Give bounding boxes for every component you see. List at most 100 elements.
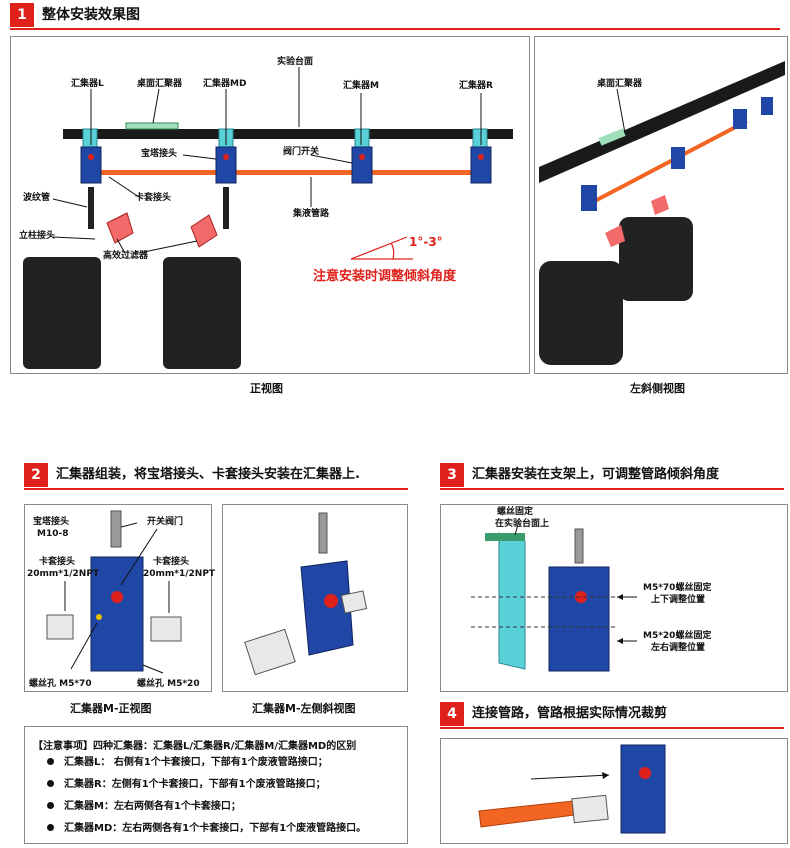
note-item-r: 汇集器R：左侧有1个卡套接口，下部有1个废液管路接口； <box>47 779 326 791</box>
pipe-panel <box>440 738 788 844</box>
label-hi-filter: 高效过滤器 <box>103 251 149 261</box>
bellows-right <box>223 187 229 229</box>
note-item-md: 汇集器MD：左右两侧各有1个卡套接口，下部有1个废液管路接口。 <box>47 823 366 835</box>
side-bench-top <box>539 61 785 183</box>
side-desk-collector <box>598 128 626 146</box>
front-view-drawing <box>23 67 513 369</box>
valve-knobs <box>88 154 484 160</box>
bench-top-bar <box>63 129 513 139</box>
collector-m-front-body <box>90 556 144 672</box>
bullet-icon <box>47 779 54 787</box>
section2-underline <box>24 488 408 490</box>
section4-header: 4 连接管路，管路根据实际情况裁剪 <box>440 702 784 729</box>
bellows-left <box>88 187 94 229</box>
bracket-drawing <box>471 520 637 672</box>
section2-number: 2 <box>24 463 48 487</box>
caption-assembly-side: 汇集器M-左侧斜视图 <box>252 702 356 715</box>
side-view-drawing <box>539 61 785 365</box>
bullet-icon <box>47 801 54 809</box>
caption-side-view: 左斜侧视图 <box>630 382 685 395</box>
bracket-label-m5-20: M5*20螺丝固定 <box>643 631 712 641</box>
orange-pipe <box>478 800 576 828</box>
label-valve-switch: 阀门开关 <box>283 147 320 157</box>
section1-header: 1 整体安装效果图 <box>10 3 780 30</box>
section3-title: 汇集器安装在支架上，可调整管路倾斜角度 <box>472 467 720 482</box>
section4-title: 连接管路，管路根据实际情况裁剪 <box>472 706 668 721</box>
asm-label-ferrule-right: 卡套接头 <box>153 557 190 567</box>
caption-assembly-front: 汇集器M-正视图 <box>70 702 152 715</box>
bracket-collector-body <box>548 566 610 672</box>
collector-bodies <box>80 146 492 184</box>
bracket-label-screw-fix: 螺丝固定 <box>497 507 534 517</box>
note-item-l: 汇集器L： 右侧有1个卡套接口，下部有1个废液管路接口； <box>47 757 328 769</box>
section2-title: 汇集器组装，将宝塔接头、卡套接头安装在汇集器上. <box>56 467 360 482</box>
notes-heading: 【注意事项】四种汇集器：汇集器L/汇集器R/汇集器M/汇集器MD的区别 <box>33 741 357 752</box>
bracket-label-m5-70: M5*70螺丝固定 <box>643 583 712 593</box>
manifold-pipe-line <box>101 170 481 175</box>
front-view-panel: 汇集器L 桌面汇聚器 汇集器MD 实验台面 汇集器M 汇集器R 宝塔接头 阀门开… <box>10 36 530 374</box>
section3-underline <box>440 488 784 490</box>
asm-label-switch-valve: 开关阀门 <box>147 517 184 527</box>
section3-header: 3 汇集器安装在支架上，可调整管路倾斜角度 <box>440 463 784 490</box>
pipe-drawing <box>478 744 666 834</box>
angle-indicator <box>350 236 413 260</box>
side-label-desk-collector: 桌面汇聚器 <box>597 79 643 89</box>
label-riser-joint: 立柱接头 <box>19 231 56 241</box>
desk-collector-shape <box>125 122 179 130</box>
side-view-panel: 桌面汇聚器 <box>534 36 788 374</box>
label-pagoda-joint: 宝塔接头 <box>141 149 178 159</box>
section3-number: 3 <box>440 463 464 487</box>
side-bucket-front <box>539 261 623 365</box>
asm-label-hole-right: 螺丝孔 M5*20 <box>137 679 200 689</box>
pipe-ferrule <box>571 794 609 824</box>
label-collector-md: 汇集器MD <box>203 79 247 89</box>
side-bucket-back <box>619 217 693 301</box>
bracket-label-m5-70-sub: 上下调整位置 <box>651 595 706 605</box>
asm-label-hole-left: 螺丝孔 M5*70 <box>29 679 92 689</box>
asm-label-ferrule-left-spec: 20mm*1/2NPT <box>27 569 100 579</box>
bracket-panel: 螺丝固定 在实验台面上 M5*70螺丝固定 上下调整位置 M5*20螺丝固定 左… <box>440 504 788 692</box>
waste-bucket-right <box>163 257 241 369</box>
collector-m-side-body <box>300 560 354 656</box>
ferrule-left-shape <box>46 614 74 640</box>
label-angle: 1°-3° <box>409 235 443 249</box>
label-collector-m: 汇集器M <box>343 81 379 91</box>
collector-m-valve <box>111 591 123 603</box>
pagoda-fitting <box>110 510 122 548</box>
assembly-front-panel: 宝塔接头 M10-8 开关阀门 卡套接头 20mm*1/2NPT 卡套接头 20… <box>24 504 216 692</box>
assembly-side-drawing <box>244 512 368 676</box>
caption-front-view: 正视图 <box>250 382 283 395</box>
section4-number: 4 <box>440 702 464 726</box>
asm-label-pagoda-spec: M10-8 <box>37 529 69 539</box>
section4-underline <box>440 727 784 729</box>
label-desk-collector: 桌面汇聚器 <box>137 79 183 89</box>
note-item-m: 汇集器M：左右两侧各有1个卡套接口； <box>47 801 241 813</box>
section1-number: 1 <box>10 3 34 27</box>
ferrule-right-shape <box>150 616 182 642</box>
label-ferrule-joint: 卡套接头 <box>135 193 172 203</box>
assembly-side-panel <box>222 504 408 692</box>
label-manifold-pipe: 集液管路 <box>293 209 330 219</box>
bullet-icon <box>47 757 54 765</box>
asm-label-pagoda: 宝塔接头 <box>33 517 70 527</box>
bracket-label-m5-20-sub: 左右调整位置 <box>651 643 706 653</box>
asm-label-ferrule-right-spec: 20mm*1/2NPT <box>143 569 216 579</box>
filter-right <box>190 214 218 248</box>
label-bench-top: 实验台面 <box>277 57 314 67</box>
label-waste-bucket: 废液桶 <box>103 307 131 317</box>
assembly-front-drawing <box>46 510 182 674</box>
notes-box: 【注意事项】四种汇集器：汇集器L/汇集器R/汇集器M/汇集器MD的区别 汇集器L… <box>24 726 408 844</box>
bullet-icon <box>47 823 54 831</box>
side-pipe <box>590 119 748 205</box>
cyan-bracket <box>498 532 526 670</box>
label-warning: 注意安装时调整倾斜角度 <box>313 269 457 284</box>
bracket-label-screw-fix-sub: 在实验台面上 <box>495 519 550 529</box>
label-bellows: 波纹管 <box>23 193 51 203</box>
section1-underline <box>10 28 780 30</box>
pipe-collector-body <box>620 744 666 834</box>
filter-left <box>106 212 134 244</box>
asm-label-ferrule-left: 卡套接头 <box>39 557 76 567</box>
section1-title: 整体安装效果图 <box>42 7 140 23</box>
label-collector-l: 汇集器L <box>71 79 104 89</box>
label-collector-r: 汇集器R <box>459 81 493 91</box>
